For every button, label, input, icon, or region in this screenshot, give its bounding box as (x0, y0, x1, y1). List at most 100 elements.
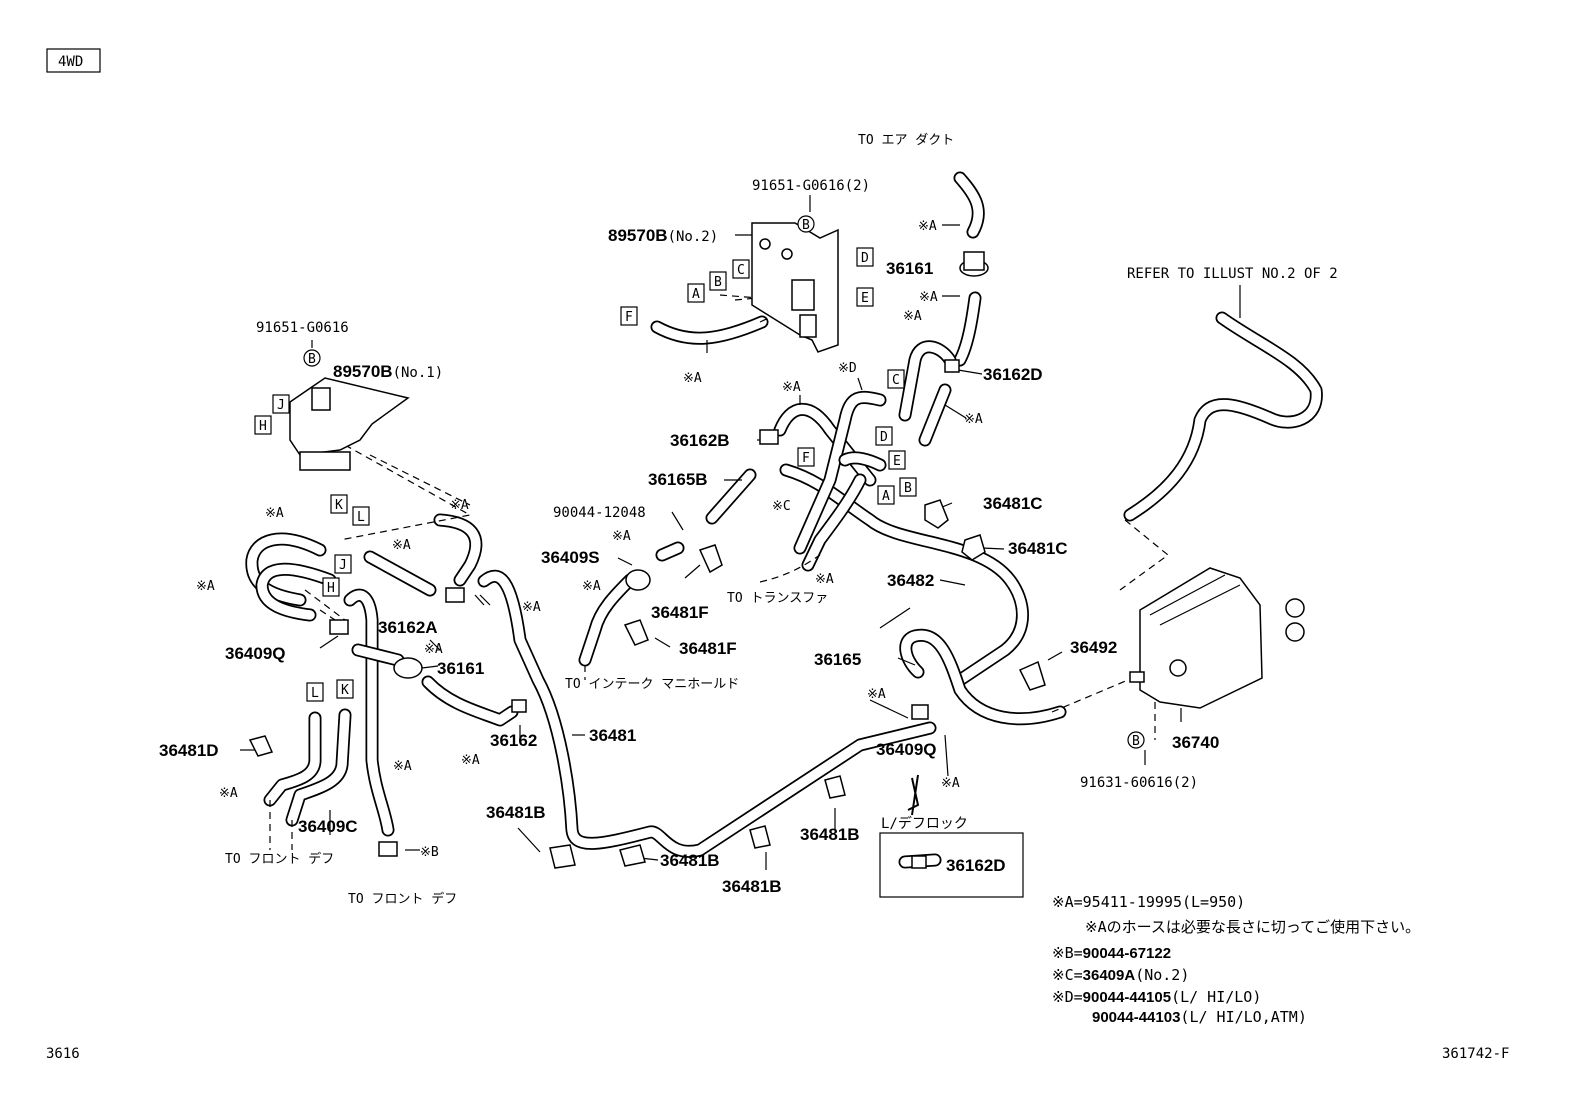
part-36481C-1: 36481C (983, 494, 1043, 513)
bracket-no1 (289, 377, 410, 471)
part-36162A: 36162A (378, 618, 438, 637)
letter-marks: D E C B A F C D E F A B J H K L J H L K (254, 247, 917, 702)
circle-b-marks: B B B (303, 215, 1145, 749)
part-36161-left: 36161 (437, 659, 484, 678)
circle-b-top: B (802, 218, 810, 233)
part-36409C: 36409C (298, 817, 358, 836)
part-36161-top: 36161 (886, 259, 933, 278)
variant-tag-box (46, 48, 101, 73)
mark-a-8: ※A (582, 579, 601, 594)
note-b: ※B=90044-67122 (1052, 944, 1171, 962)
valve-36409S (625, 569, 651, 591)
part-36481D: 36481D (159, 741, 219, 760)
letter-D-top: D (861, 251, 869, 266)
mark-a-11: ※A (392, 538, 411, 553)
solid-leaders (240, 195, 1241, 870)
letter-C-mid: C (892, 373, 900, 388)
part-36162: 36162 (490, 731, 537, 750)
note-a: ※A=95411-19995(L=950) (1052, 893, 1245, 911)
part-36409Q-right: 36409Q (876, 740, 937, 759)
bracket-no2-label: 89570B(No.2) (608, 226, 718, 245)
letter-J-top: J (277, 398, 285, 413)
part-36165B: 36165B (648, 470, 708, 489)
letter-D-mid: D (880, 430, 888, 445)
part-36162B: 36162B (670, 431, 730, 450)
part-36481B-2: 36481B (660, 851, 720, 870)
part-36162D: 36162D (983, 365, 1043, 384)
mark-a-18: ※A (219, 786, 238, 801)
to-front-diff-label-2: TO フロント デフ (348, 891, 457, 907)
diff-lock-label: L/デフロック (881, 815, 968, 832)
letter-H-top: H (259, 419, 267, 434)
vsv-top-36161 (959, 251, 989, 277)
mark-d: ※D (838, 361, 857, 376)
footer-right-code: 361742-F (1442, 1046, 1509, 1062)
mark-c: ※C (772, 499, 791, 514)
letter-A-mid: A (882, 489, 890, 504)
part-36481F-2: 36481F (679, 639, 737, 658)
circle-b-left: B (308, 352, 316, 367)
bolt-left-label: 91651-G0616 (256, 320, 349, 336)
part-36481C-2: 36481C (1008, 539, 1068, 558)
part-36481B-3: 36481B (722, 877, 782, 896)
letter-H-left: H (327, 581, 335, 596)
tee-fittings (329, 359, 960, 720)
note-a-sub: ※Aのホースは必要な長さに切ってご使用下さい。 (1085, 918, 1420, 936)
to-air-duct-label: TO エア ダクト (858, 133, 954, 148)
mark-a-3: ※A (903, 309, 922, 324)
mark-a-2: ※A (919, 290, 938, 305)
mark-a-7: ※A (612, 529, 631, 544)
mark-a-14: ※A (522, 600, 541, 615)
letter-J-left: J (339, 558, 347, 573)
part-90044-12048: 90044-12048 (553, 505, 646, 521)
letter-A-top: A (692, 287, 700, 302)
letter-K-bottom: K (341, 683, 349, 698)
bracket-no2 (751, 222, 839, 353)
part-36162D-inset: 36162D (946, 856, 1006, 875)
to-front-diff-label-1: TO フロント デフ (225, 851, 334, 867)
refer-label: REFER TO ILLUST NO.2 OF 2 (1127, 266, 1338, 282)
mark-a-5: ※A (683, 371, 702, 386)
part-36492: 36492 (1070, 638, 1117, 657)
letter-C-top: C (737, 263, 745, 278)
mark-a-4: ※A (964, 412, 983, 427)
letter-K-top: K (335, 498, 343, 513)
part-36165: 36165 (814, 650, 861, 669)
mark-a-17: ※A (393, 759, 412, 774)
part-36409S: 36409S (541, 548, 600, 567)
mark-a-13: ※A (196, 579, 215, 594)
bracket-no1-label: 89570B(No.1) (333, 362, 443, 381)
mark-b: ※B (420, 845, 439, 860)
part-36482: 36482 (887, 571, 934, 590)
note-c: ※C=36409A(No.2) (1052, 966, 1189, 984)
variant-tag: 4WD (58, 54, 83, 70)
letter-L-top: L (357, 510, 365, 525)
mark-a-6: ※A (782, 380, 801, 395)
letter-E-mid: E (893, 454, 901, 469)
bolt-top-label: 91651-G0616(2) (752, 178, 870, 194)
part-36740: 36740 (1172, 733, 1219, 752)
note-d-2: 90044-44103(L/ HI/LO,ATM) (1092, 1008, 1307, 1026)
letter-L-bottom: L (311, 686, 319, 701)
mark-a-10: ※A (450, 498, 469, 513)
clamps (248, 499, 1046, 869)
part-36481F-1: 36481F (651, 603, 709, 622)
letter-B-mid: B (904, 481, 912, 496)
circle-b-bottom: B (1132, 734, 1140, 749)
mark-a-12: ※A (265, 506, 284, 521)
mark-a-9: ※A (815, 572, 834, 587)
part-36481: 36481 (589, 726, 636, 745)
notes-legend: ※A=95411-19995(L=950) ※Aのホースは必要な長さに切ってご使… (1052, 893, 1420, 1026)
mark-a-20: ※A (941, 776, 960, 791)
part-36409Q-left: 36409Q (225, 644, 286, 663)
to-intake-label: TO インテーク マニホールド (565, 677, 739, 692)
letter-F-mid: F (802, 451, 810, 466)
mark-a-15: ※A (424, 642, 443, 657)
mark-a-1: ※A (918, 219, 937, 234)
hoses (245, 171, 1323, 858)
note-d-1: ※D=90044-44105(L/ HI/LO) (1052, 988, 1261, 1006)
footer-left-code: 3616 (46, 1046, 80, 1062)
canister-36740 (1129, 567, 1305, 709)
